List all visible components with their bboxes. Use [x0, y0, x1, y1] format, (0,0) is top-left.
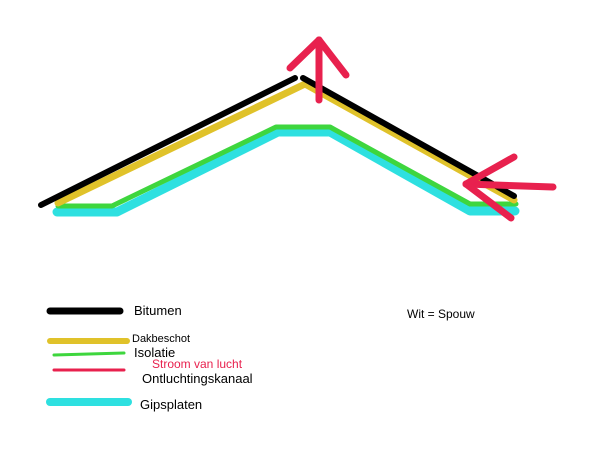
legend-label-bitumen: Bitumen	[134, 303, 182, 318]
legend-swatch-isolatie	[52, 351, 126, 357]
gipsplaten-layer	[52, 127, 520, 217]
bitumen-layer-left	[38, 75, 298, 208]
legend-label-isolatie: Isolatie	[134, 345, 176, 360]
legend-label-stroom: Stroom van lucht	[152, 357, 243, 371]
airflow-outlet-arrow	[286, 36, 350, 104]
legend-label-gipsplaten: Gipsplaten	[140, 397, 203, 412]
airflow-inlet-arrow	[462, 153, 557, 222]
dakbeschot-layer	[54, 80, 518, 207]
legend-note-spouw: Wit = Spouw	[407, 307, 475, 321]
isolatie-layer	[55, 124, 519, 209]
legend-label-ontluchtingskanaal: Ontluchtingskanaal	[142, 371, 253, 386]
legend-label-dakbeschot: Dakbeschot	[132, 333, 191, 345]
